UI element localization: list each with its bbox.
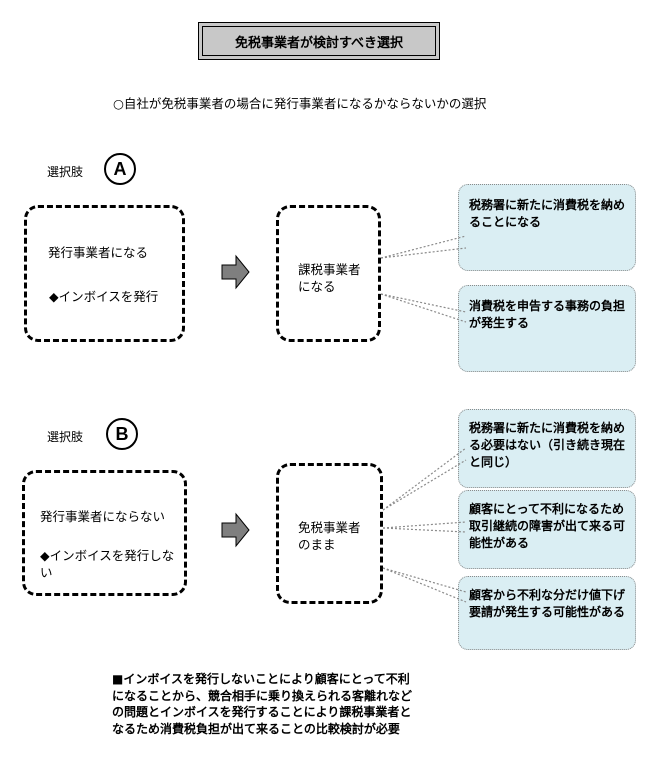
option-a-choice-line2: ◆インボイスを発行 xyxy=(49,289,159,304)
option-b-callout-2: 顧客にとって不利になるため取引継続の障害が出て来る可能性がある xyxy=(458,490,636,569)
option-b-choice-line2: ◆インボイスを発行しない xyxy=(40,548,175,580)
option-a-callout-1: 税務署に新たに消費税を納めることになる xyxy=(458,184,636,271)
option-a-result-text: 課税事業者 になる xyxy=(298,262,361,294)
option-b-callout-1: 税務署に新たに消費税を納める必要はない（引き続き現在と同じ） xyxy=(458,409,636,488)
option-b-choice-line1: 発行事業者にならない xyxy=(40,509,166,524)
intro-text: ○自社が免税事業者の場合に発行事業者になるかならないかの選択 xyxy=(113,96,487,111)
option-b-result-box xyxy=(276,463,383,604)
option-b-circle: B xyxy=(106,418,138,450)
option-a-choice-box xyxy=(24,205,185,342)
option-a-circle: A xyxy=(104,153,136,185)
option-a-result-box xyxy=(276,205,381,342)
option-b-result-text: 免税事業者 のまま xyxy=(298,520,361,552)
option-a-label: 選択肢 xyxy=(47,165,84,179)
diagram-title: 免税事業者が検討すべき選択 xyxy=(198,22,440,60)
option-b-label: 選択肢 xyxy=(47,430,84,444)
footnote: ■インボイスを発行しないことにより顧客にとって不利になることから、競合相手に乗り… xyxy=(112,672,413,736)
arrow-b-icon xyxy=(221,512,250,548)
option-a-callout-2: 消費税を申告する事務の負担が発生する xyxy=(458,285,636,372)
option-a-choice-line1: 発行事業者になる xyxy=(48,245,149,260)
arrow-a-icon xyxy=(221,254,250,290)
callout-pointers xyxy=(380,235,467,603)
option-b-callout-3: 顧客から不利な分だけ値下げ要請が発生する可能性がある xyxy=(458,576,636,650)
option-b-choice-box xyxy=(22,470,187,596)
